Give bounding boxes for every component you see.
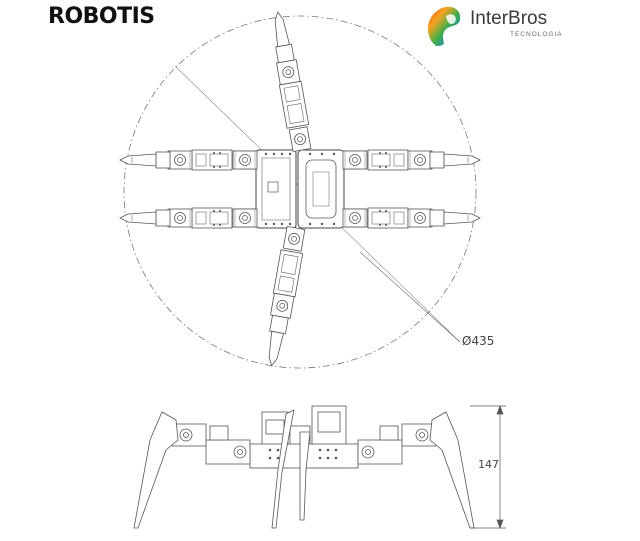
interbros-logo-mark-icon	[427, 6, 461, 47]
robot-side-view	[133, 405, 475, 529]
leg-bottom	[260, 225, 308, 369]
interbros-logo-tagline: TECNOLOGIA	[510, 31, 563, 38]
height-label: 147	[478, 458, 499, 471]
leg-right-rear	[343, 208, 480, 228]
leg-right-front	[343, 150, 480, 170]
leg-left-front	[120, 150, 257, 170]
robot-body-top	[255, 149, 345, 229]
robotis-logo: ROBOTIS	[48, 4, 155, 29]
height-dimension	[470, 405, 506, 529]
interbros-logo: InterBros TECNOLOGIA	[422, 2, 572, 48]
interbros-logo-name: InterBros	[470, 8, 548, 29]
leg-left-rear	[120, 208, 257, 228]
reach-circle	[123, 15, 477, 369]
diameter-label: Ø435	[462, 334, 495, 348]
leg-top	[266, 9, 314, 153]
